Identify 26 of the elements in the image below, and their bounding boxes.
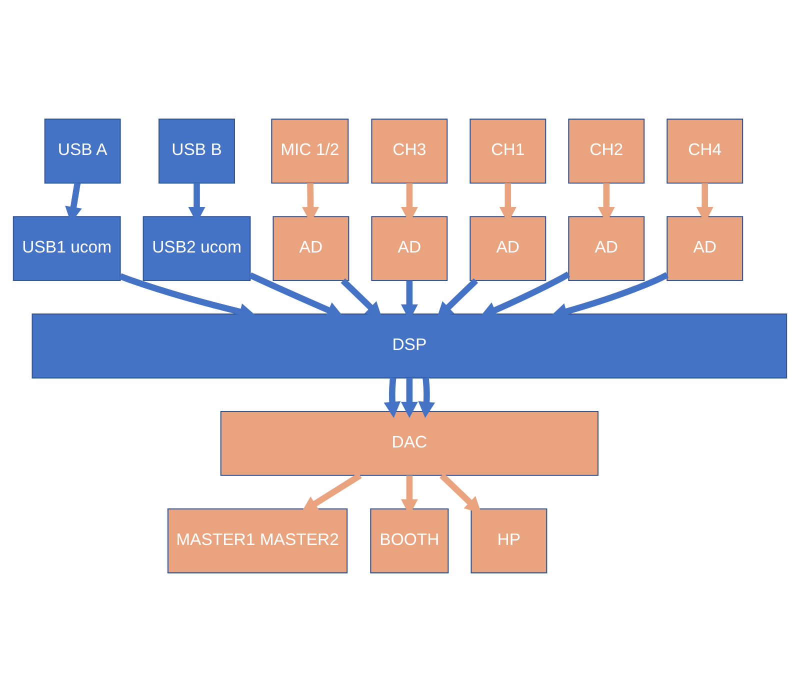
node-box: AD <box>272 216 349 281</box>
arrow <box>480 270 570 318</box>
node-box: AD <box>666 216 743 281</box>
node-box: DSP <box>31 313 787 378</box>
node-box: USB1 ucom <box>12 216 120 281</box>
arrow <box>383 377 400 418</box>
arrow <box>439 472 481 513</box>
node-box: USB A <box>44 118 120 184</box>
arrow <box>418 377 435 418</box>
arrow <box>300 472 362 512</box>
node-box: DAC <box>220 410 598 476</box>
node-box: CH2 <box>568 118 644 184</box>
arrow <box>400 378 418 418</box>
node-box: CH4 <box>666 118 743 184</box>
node-box: HP <box>470 508 547 573</box>
node-box: USB2 ucom <box>142 216 250 281</box>
node-box: AD <box>568 216 644 281</box>
node-box: CH3 <box>370 118 448 184</box>
node-box: BOOTH <box>370 508 448 573</box>
node-box: USB B <box>158 118 234 184</box>
node-box: AD <box>370 216 448 281</box>
node-box: AD <box>469 216 546 281</box>
arrow <box>248 272 343 318</box>
node-box: MASTER1 MASTER2 <box>166 508 348 573</box>
node-box: CH1 <box>469 118 546 184</box>
node-box: MIC 1/2 <box>270 118 348 184</box>
